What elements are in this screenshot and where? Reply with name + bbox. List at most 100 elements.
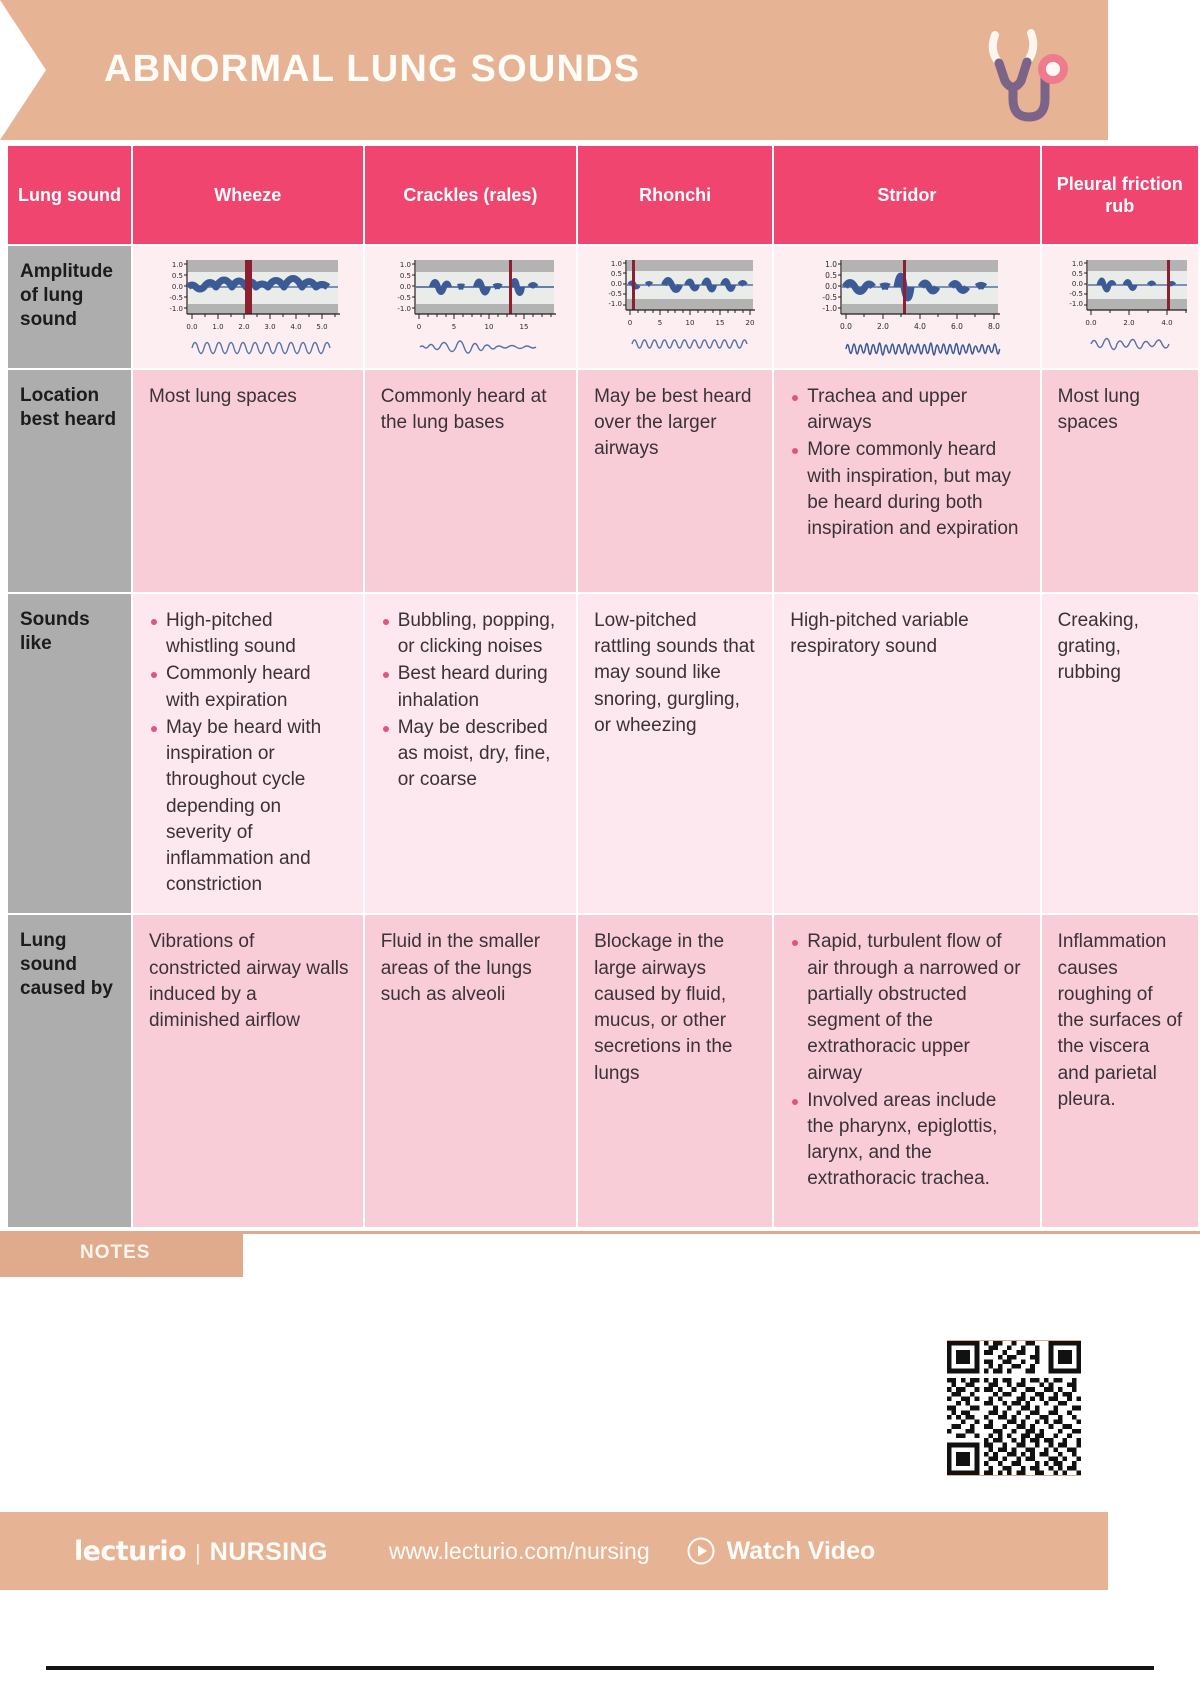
svg-text:0.5: 0.5	[825, 271, 837, 280]
header-notch-shape	[0, 0, 46, 140]
cell-text: Blockage in the large airways caused by …	[594, 931, 733, 1084]
cell-text: Low-pitched rattling sounds that may sou…	[594, 610, 755, 736]
row-label-location: Location best heard	[8, 370, 131, 592]
row-label-caused-by: Lung sound caused by	[8, 915, 131, 1228]
svg-text:3.0: 3.0	[264, 323, 275, 331]
svg-text:0.0: 0.0	[840, 322, 852, 331]
row-label-amplitude: Amplitude of lung sound	[8, 246, 131, 368]
cell-location-wheeze: Most lung spaces	[132, 370, 363, 592]
cell-text: Vibrations of constricted airway walls i…	[148, 931, 349, 1032]
cell-text: Commonly heard at the lung bases	[380, 386, 547, 434]
cell-sounds-like-rhonchi: Low-pitched rattling sounds that may sou…	[578, 594, 773, 914]
cell-sounds-like-stridor: High-pitched variable respiratory sound	[774, 594, 1040, 914]
svg-text:1.0: 1.0	[212, 323, 223, 331]
svg-text:0.0: 0.0	[400, 283, 411, 291]
svg-text:-1.0: -1.0	[1069, 300, 1083, 308]
cell-text: Creaking, grating, rubbing	[1057, 610, 1139, 684]
cell-location-crackles: Commonly heard at the lung bases	[364, 370, 577, 592]
svg-text:2.0: 2.0	[877, 322, 889, 331]
svg-text:4.0: 4.0	[290, 323, 301, 331]
bullet-list: Rapid, turbulent flow of air through a n…	[790, 929, 1025, 1192]
svg-text:0.0: 0.0	[611, 280, 622, 288]
svg-text:4.0: 4.0	[914, 322, 926, 331]
list-item: Bubbling, popping, or clicking noises	[381, 608, 562, 660]
svg-text:0.0: 0.0	[825, 282, 837, 291]
qr-code-icon[interactable]	[941, 1334, 1087, 1482]
bullet-list: Trachea and upper airways More commonly …	[790, 384, 1025, 542]
page-footer	[0, 1512, 1108, 1590]
column-header-stridor: Stridor	[774, 146, 1040, 244]
svg-text:2.0: 2.0	[238, 323, 249, 331]
row-label-sounds-like: Sounds like	[8, 594, 131, 914]
cell-caused-by-rhonchi: Blockage in the large airways caused by …	[578, 915, 773, 1228]
svg-text:0.5: 0.5	[611, 270, 622, 278]
svg-text:0.0: 0.0	[1072, 280, 1083, 288]
cell-location-stridor: Trachea and upper airways More commonly …	[774, 370, 1040, 592]
svg-text:6.0: 6.0	[951, 322, 963, 331]
list-item: May be described as moist, dry, fine, or…	[381, 715, 562, 794]
svg-text:1.0: 1.0	[1072, 260, 1083, 268]
cell-text: Inflammation causes roughing of the surf…	[1057, 931, 1183, 1110]
cell-caused-by-stridor: Rapid, turbulent flow of air through a n…	[774, 915, 1040, 1228]
cell-sounds-like-crackles: Bubbling, popping, or clicking noises Be…	[364, 594, 577, 914]
waveform-chart-rhonchi: 1.00.5 0.0-0.5 -1.0	[608, 260, 756, 349]
svg-text:-0.5: -0.5	[608, 290, 622, 298]
brand-name: lecturio	[74, 1535, 187, 1567]
header-line: Rhonchi	[639, 184, 712, 205]
cell-caused-by-crackles: Fluid in the smaller areas of the lungs …	[364, 915, 577, 1228]
column-header-lung-sound: Lung sound	[8, 146, 131, 244]
svg-text:4.0: 4.0	[1161, 319, 1172, 327]
list-item: Involved areas include the pharynx, epig…	[790, 1088, 1025, 1193]
svg-text:0.0: 0.0	[186, 323, 197, 331]
column-header-rhonchi: Rhonchi	[578, 146, 773, 244]
cell-location-rhonchi: May be best heard over the larger airway…	[578, 370, 773, 592]
page-header	[0, 0, 1108, 140]
svg-text:1.0: 1.0	[400, 261, 411, 269]
svg-text:0.5: 0.5	[1072, 270, 1083, 278]
play-circle-icon	[687, 1537, 715, 1565]
footer-url[interactable]: www.lecturio.com/nursing	[388, 1537, 650, 1564]
list-item: High-pitched whistling sound	[149, 608, 349, 660]
svg-text:15: 15	[716, 319, 725, 327]
table-header-row: Lung sound Wheeze Crackles (rales) Rhonc…	[8, 146, 1198, 244]
svg-text:0.0: 0.0	[1085, 319, 1096, 327]
lung-sounds-table: Lung sound Wheeze Crackles (rales) Rhonc…	[6, 144, 1200, 1229]
svg-text:-0.5: -0.5	[169, 294, 183, 302]
svg-text:5.0: 5.0	[316, 323, 327, 331]
svg-text:0: 0	[417, 323, 421, 331]
watch-video-button[interactable]: Watch Video	[686, 1536, 875, 1566]
list-item: Trachea and upper airways	[790, 384, 1025, 436]
column-header-crackles: Crackles (rales)	[364, 146, 577, 244]
svg-text:-1.0: -1.0	[822, 304, 837, 313]
svg-text:-0.5: -0.5	[398, 294, 412, 302]
list-item: May be heard with inspiration or through…	[149, 715, 349, 899]
cell-sounds-like-wheeze: High-pitched whistling sound Commonly he…	[132, 594, 363, 914]
cell-text: Fluid in the smaller areas of the lungs …	[380, 931, 541, 1005]
header-line: Pleural friction rub	[1056, 173, 1183, 217]
list-item: Best heard during inhalation	[381, 661, 562, 713]
svg-text:20: 20	[746, 319, 755, 327]
waveform-chart-crackles: 1.00.5 0.0-0.5 -1.0	[398, 260, 557, 354]
column-header-wheeze: Wheeze	[132, 146, 363, 244]
page-title: ABNORMAL LUNG SOUNDS	[104, 48, 641, 90]
brand-divider: |	[195, 1539, 201, 1565]
waveform-chart-stridor: 1.00.5 0.0-0.5 -1.0	[822, 260, 1001, 356]
stethoscope-icon	[988, 29, 1068, 122]
svg-text:8.0: 8.0	[988, 322, 1000, 331]
column-header-pleural-friction-rub: Pleural friction rub	[1041, 146, 1198, 244]
brand-logo: lecturio | NURSING	[74, 1536, 328, 1567]
list-item: Commonly heard with expiration	[149, 661, 349, 713]
table-row-caused-by: Lung sound caused by Vibrations of const…	[8, 915, 1198, 1228]
svg-text:1.0: 1.0	[825, 260, 837, 269]
header-line: Wheeze	[214, 184, 282, 205]
header-line: Crackles (rales)	[403, 184, 538, 205]
svg-text:10: 10	[686, 319, 695, 327]
svg-text:1.0: 1.0	[172, 261, 183, 269]
bottom-rule	[46, 1666, 1154, 1670]
svg-text:15: 15	[520, 323, 529, 331]
bullet-list: Bubbling, popping, or clicking noises Be…	[381, 608, 562, 794]
svg-text:-0.5: -0.5	[1069, 290, 1083, 298]
